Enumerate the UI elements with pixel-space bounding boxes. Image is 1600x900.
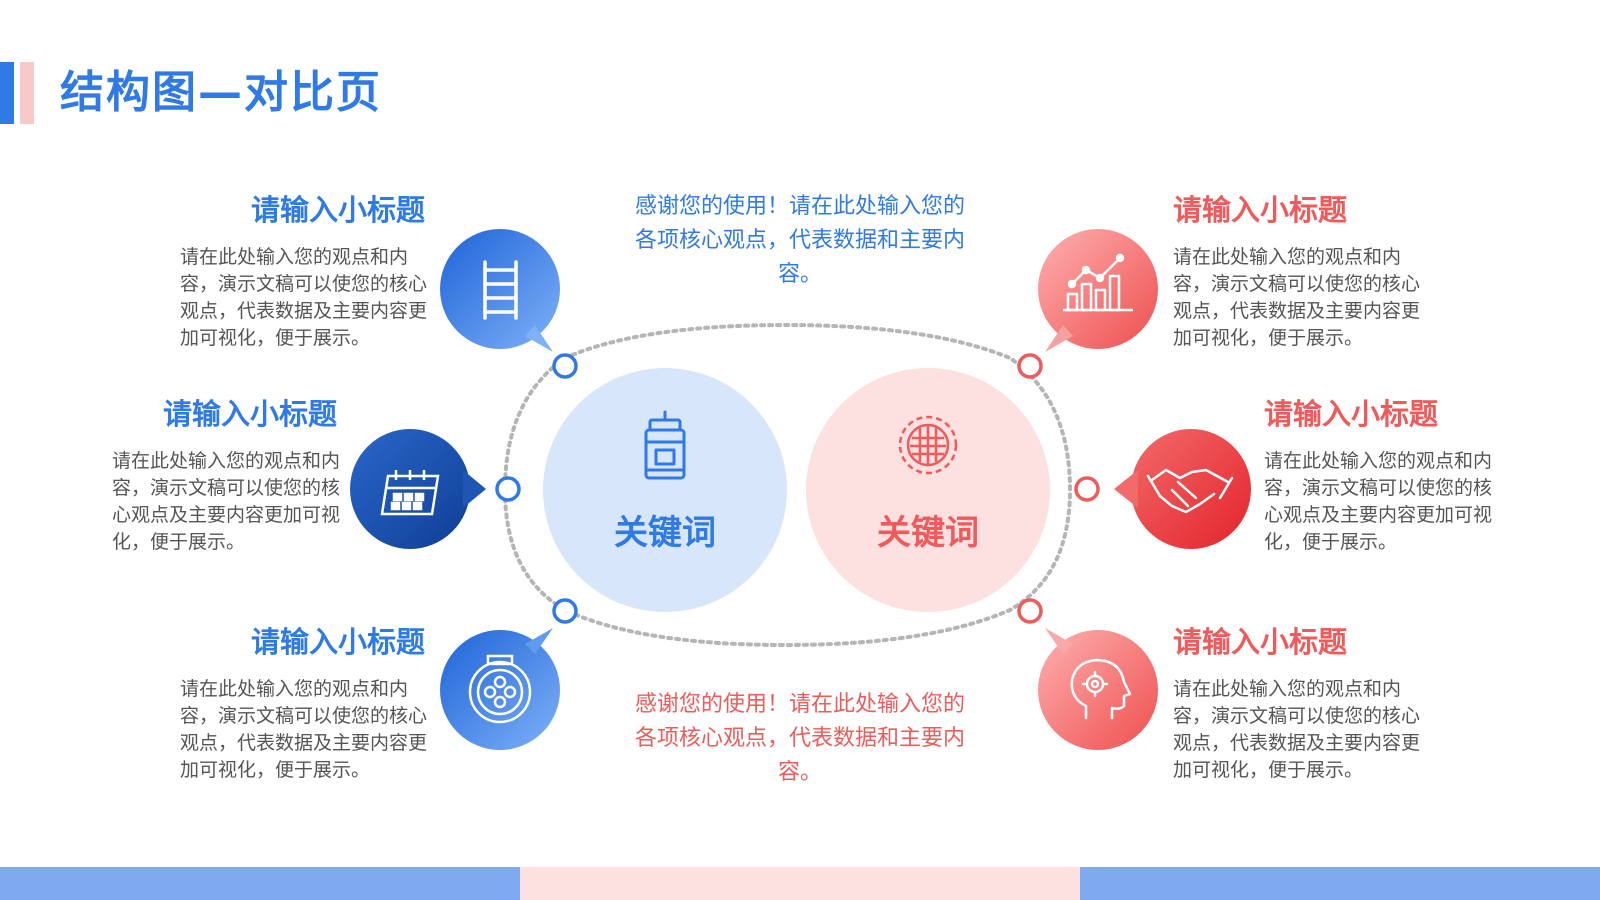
left-item-1-title: 请输入小标题 bbox=[250, 193, 425, 227]
right-item-2-body: 请在此处输入您的观点和内容，演示文稿可以使您的核心观点及主要内容更加可视化，便于… bbox=[1264, 450, 1493, 553]
left-item-3-body: 请在此处输入您的观点和内容，演示文稿可以使您的核心观点，代表数据及主要内容更加可… bbox=[180, 678, 428, 781]
connector-left-mid bbox=[495, 476, 521, 502]
right-item-1-body: 请在此处输入您的观点和内容，演示文稿可以使您的核心观点，代表数据及主要内容更加可… bbox=[1173, 246, 1421, 349]
connector-right-mid bbox=[1074, 476, 1100, 502]
bubble-right-mid bbox=[1114, 429, 1251, 549]
bottom-bar-blue-right bbox=[1080, 867, 1600, 900]
lantern-icon bbox=[644, 410, 686, 480]
center-bottom-text: 感谢您的使用！请在此处输入您的各项核心观点，代表数据和主要内容。 bbox=[634, 692, 965, 785]
left-keyword-circle bbox=[543, 368, 787, 612]
right-keyword-circle bbox=[806, 368, 1050, 612]
sunflower-icon bbox=[898, 415, 958, 475]
calendar-icon bbox=[380, 470, 440, 516]
right-item-3-title: 请输入小标题 bbox=[1173, 625, 1348, 659]
right-keyword-label: 关键词 bbox=[877, 513, 979, 553]
left-item-2-title: 请输入小标题 bbox=[162, 397, 337, 431]
right-item-1-title: 请输入小标题 bbox=[1173, 193, 1348, 227]
right-item-2-title: 请输入小标题 bbox=[1264, 397, 1439, 431]
ladder-icon bbox=[483, 260, 518, 320]
connector-left-bot bbox=[552, 598, 578, 624]
bottom-bar-blue-left bbox=[0, 867, 520, 900]
bar-chart-icon bbox=[1063, 253, 1133, 312]
connector-left-top bbox=[552, 353, 578, 379]
right-item-3-body: 请在此处输入您的观点和内容，演示文稿可以使您的核心观点，代表数据及主要内容更加可… bbox=[1173, 678, 1421, 781]
left-keyword-label: 关键词 bbox=[614, 513, 716, 553]
brain-gear-icon bbox=[1070, 658, 1132, 720]
bubble-right-bot bbox=[1038, 628, 1158, 750]
bubble-left-bot bbox=[440, 628, 560, 750]
page-title: 结构图—对比页 bbox=[60, 67, 382, 118]
title-accent-blue bbox=[0, 62, 14, 124]
handshake-icon bbox=[1146, 468, 1234, 514]
left-item-3-title: 请输入小标题 bbox=[250, 625, 425, 659]
connector-right-bot bbox=[1017, 598, 1043, 624]
bubble-left-top bbox=[440, 229, 560, 352]
title-accent-pink bbox=[20, 62, 34, 124]
left-item-1-body: 请在此处输入您的观点和内容，演示文稿可以使您的核心观点，代表数据及主要内容更加可… bbox=[180, 246, 428, 349]
left-item-2-body: 请在此处输入您的观点和内容，演示文稿可以使您的核心观点及主要内容更加可视化，便于… bbox=[112, 450, 341, 553]
center-top-text: 感谢您的使用！请在此处输入您的各项核心观点，代表数据和主要内容。 bbox=[634, 194, 965, 287]
plug-icon bbox=[468, 654, 532, 724]
bottom-bar-pink bbox=[520, 867, 1080, 900]
dotted-loop bbox=[502, 322, 1073, 648]
connector-right-top bbox=[1017, 353, 1043, 379]
